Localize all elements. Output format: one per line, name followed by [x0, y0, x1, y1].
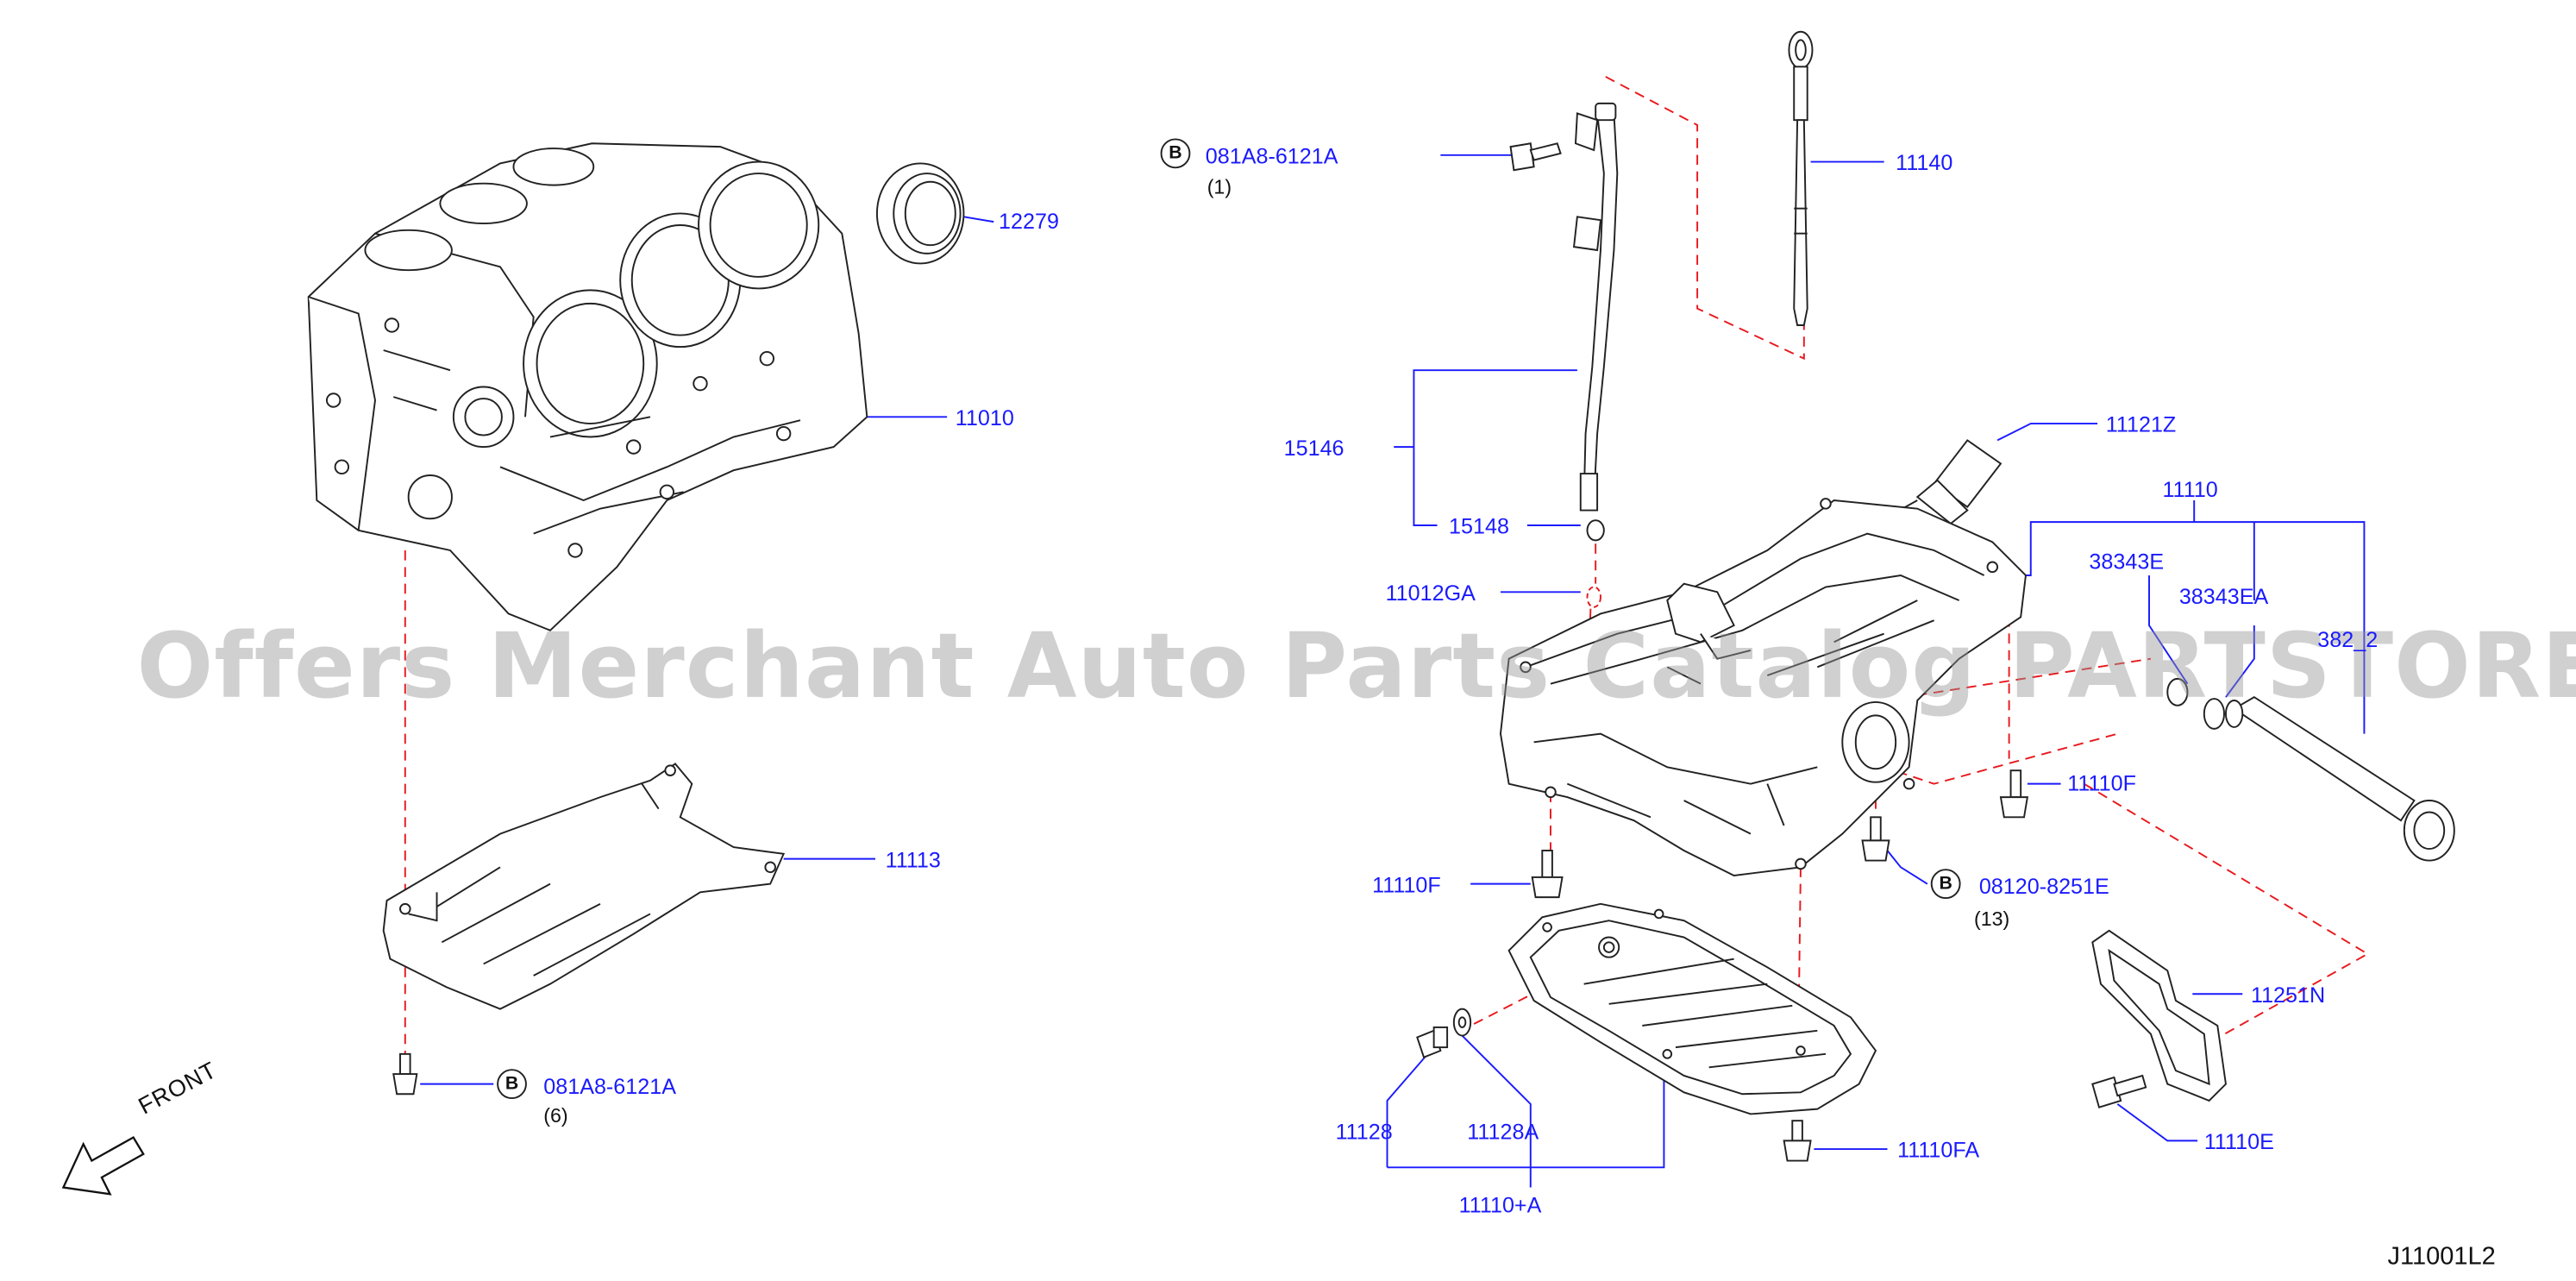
callout-11251N[interactable]: 11251N — [2250, 982, 2326, 1008]
bolt-badge-right: B — [1930, 869, 1961, 900]
callout-11110F-right[interactable]: 11110F — [2067, 770, 2136, 796]
gasket-bolt-11110E — [2091, 1074, 2147, 1108]
callout-12279[interactable]: 12279 — [999, 208, 1059, 234]
callout-11110FA[interactable]: 11110FA — [1897, 1137, 1980, 1163]
drain-plug — [1416, 1026, 1449, 1058]
callout-11012GA[interactable]: 11012GA — [1385, 580, 1476, 606]
guide-bolt — [1509, 142, 1562, 172]
pan-bolt-08120 — [1861, 816, 1890, 862]
block-bolt-6 — [392, 1052, 418, 1096]
bolt-badge-lower: B — [497, 1069, 527, 1100]
callout-38343EA[interactable]: 38343EA — [2178, 583, 2269, 609]
pan-bolt-11110FA — [1783, 1120, 1812, 1162]
lower-oil-pan — [1507, 902, 1877, 1115]
o-ring-11012GA — [1586, 586, 1601, 608]
dipstick-guide — [1572, 102, 1619, 512]
pan-bolt-11110F-right — [1999, 769, 2029, 819]
callout-15146[interactable]: 15146 — [1283, 435, 1344, 461]
liquid-gasket-tube — [1887, 439, 2003, 525]
diagram-code: J11001L2 — [2387, 1242, 2496, 1272]
callout-11110E[interactable]: 11110E — [2203, 1128, 2274, 1154]
cylinder-block — [307, 142, 868, 631]
drain-washer-hole — [1457, 1016, 1467, 1028]
callout-382_2[interactable]: 382_2 — [2317, 626, 2379, 652]
pan-bolt-11110F-left — [1531, 850, 1564, 899]
oil-strainer — [2166, 677, 2455, 862]
callout-11010[interactable]: 11010 — [955, 405, 1014, 430]
callout-11128[interactable]: 11128 — [1335, 1119, 1393, 1145]
callout-11113[interactable]: 11113 — [885, 847, 941, 873]
callout-11140[interactable]: 11140 — [1896, 149, 1953, 175]
qty-081A8-lower: (6) — [543, 1103, 568, 1127]
callout-11110[interactable]: 11110 — [2162, 476, 2218, 502]
qty-08120: (13) — [1974, 907, 2010, 931]
baffle-plate — [382, 763, 786, 1010]
callout-081A8-upper[interactable]: 081A8-6121A — [1205, 143, 1338, 169]
front-arrow — [61, 1135, 145, 1196]
qty-081A8-upper: (1) — [1207, 174, 1232, 199]
o-ring-15148 — [1586, 519, 1605, 542]
upper-oil-pan — [1499, 498, 2027, 876]
callout-11110F-left[interactable]: 11110F — [1372, 872, 1441, 898]
callout-08120[interactable]: 08120-8251E — [1978, 874, 2109, 900]
callout-081A8-lower[interactable]: 081A8-6121A — [543, 1074, 676, 1100]
callout-11128A[interactable]: 11128A — [1467, 1119, 1539, 1145]
callout-15148[interactable]: 15148 — [1449, 513, 1509, 539]
callout-11121Z[interactable]: 11121Z — [2105, 411, 2177, 437]
callout-11110-plus-A[interactable]: 11110+A — [1458, 1192, 1542, 1218]
callout-38343E[interactable]: 38343E — [2089, 549, 2165, 575]
rear-oil-seal — [875, 162, 965, 265]
bolt-badge-upper: B — [1160, 138, 1191, 169]
oil-dipstick — [1788, 30, 1814, 326]
strainer-gasket — [2091, 929, 2227, 1102]
